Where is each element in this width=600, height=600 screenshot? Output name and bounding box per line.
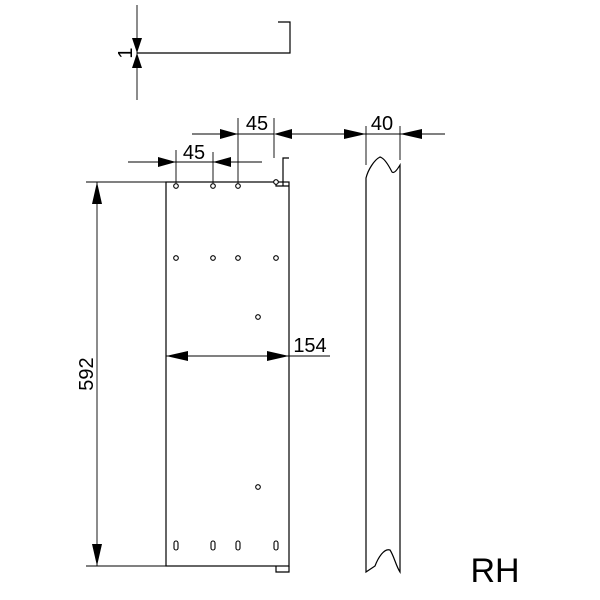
panel-outline	[165, 181, 290, 567]
hole	[210, 183, 216, 189]
hole	[173, 183, 179, 189]
hole-pitch-lower-label: 45	[183, 142, 205, 164]
hole	[235, 255, 241, 261]
pitch-upper-arrow-left	[220, 129, 238, 139]
side-profile	[365, 156, 401, 574]
width-label: 154	[293, 335, 326, 357]
depth-arrow-right	[400, 129, 422, 139]
hole	[255, 484, 261, 490]
panel-bottom-notch	[275, 566, 290, 573]
side-label: RH	[470, 552, 519, 590]
hole-pitch-upper-label: 45	[246, 113, 268, 135]
profile-section: 1	[115, 5, 291, 100]
panel-top-flange	[282, 157, 289, 186]
hole-pitch-lower-dimension: 45	[128, 142, 262, 183]
width-arrow-right	[267, 351, 289, 361]
height-label: 592	[76, 357, 98, 390]
height-arrow-bottom	[92, 544, 102, 566]
slot-hole	[210, 540, 216, 551]
hole	[255, 314, 261, 320]
side-profile-outline	[365, 156, 401, 574]
hole	[235, 183, 241, 189]
slot-hole	[173, 540, 179, 551]
depth-label: 40	[371, 113, 393, 135]
hole	[173, 255, 179, 261]
depth-arrow-left	[344, 129, 366, 139]
hole	[210, 255, 216, 261]
width-arrow-left	[166, 351, 188, 361]
width-dimension: 154	[166, 335, 330, 361]
pitch-upper-arrow-right	[274, 129, 292, 139]
thickness-label: 1	[115, 47, 137, 58]
front-panel	[165, 157, 290, 573]
hole-pitch-upper-dimension: 45	[192, 113, 292, 183]
hole	[273, 255, 279, 261]
depth-dimension: 40	[292, 113, 445, 165]
profile-outline	[137, 21, 291, 54]
pitch-lower-arrow-right	[213, 157, 231, 167]
thickness-arrow-bottom	[132, 53, 142, 68]
slot-hole	[273, 540, 279, 551]
height-arrow-top	[92, 182, 102, 204]
thickness-arrow-top	[132, 38, 142, 53]
height-dimension: 592	[76, 181, 166, 567]
slot-hole	[235, 540, 241, 551]
hole	[273, 179, 279, 185]
pitch-lower-arrow-left	[158, 157, 176, 167]
